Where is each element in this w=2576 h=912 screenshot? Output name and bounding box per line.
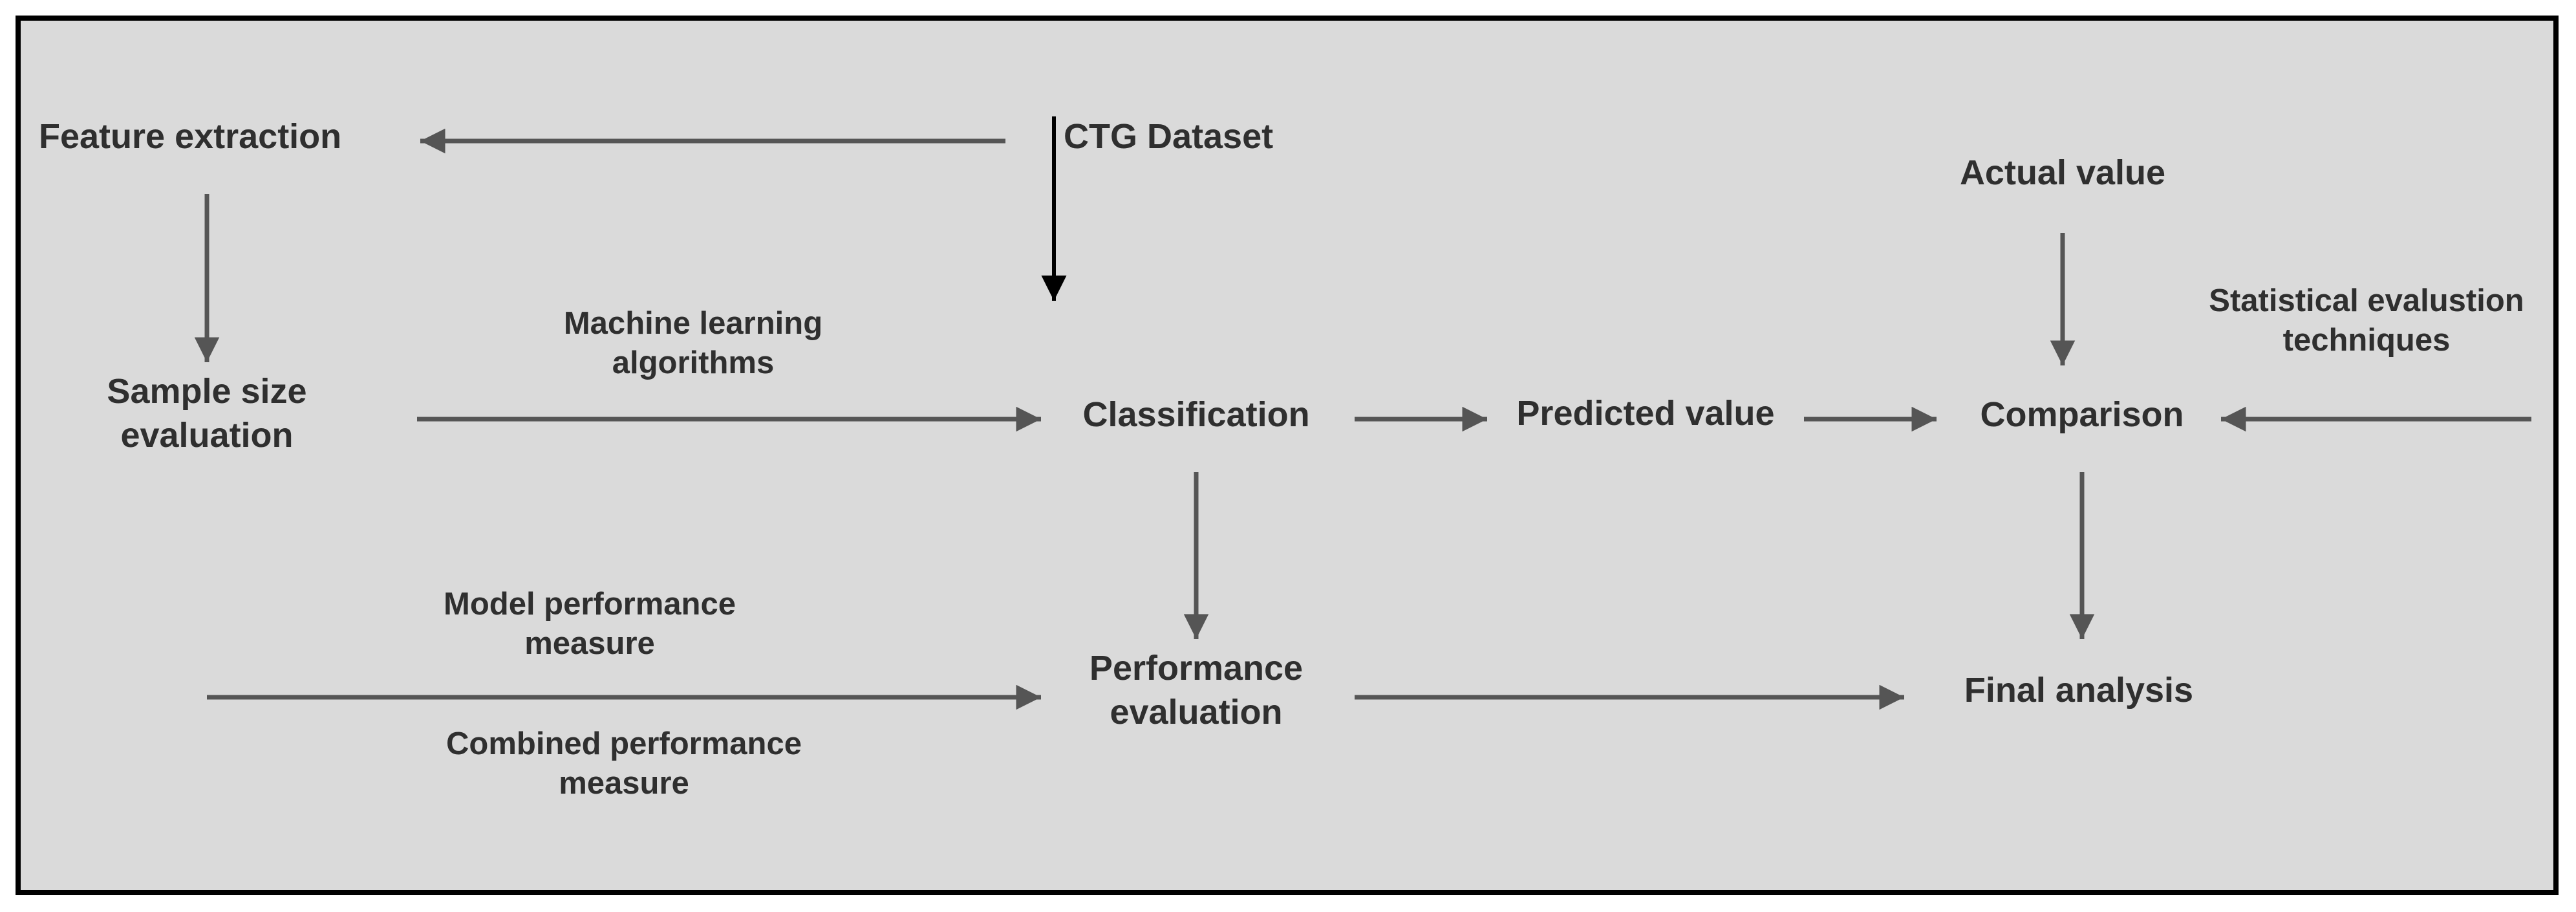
node-sample-size-evaluation: Sample size evaluation xyxy=(107,370,306,457)
label-statistical-line-2: techniques xyxy=(2282,323,2451,358)
label-model-performance-line-1: Model performance xyxy=(444,587,736,622)
node-comparison-label: Comparison xyxy=(1980,395,2184,434)
node-final-analysis-label: Final analysis xyxy=(1964,671,2194,710)
label-model-performance-line-2: measure xyxy=(524,626,655,662)
node-final-analysis: Final analysis xyxy=(1964,669,2193,713)
label-combined-performance-line-1: Combined performance xyxy=(446,726,802,761)
label-statistical-techniques: Statistical evalustion techniques xyxy=(2209,281,2524,361)
node-ctg-dataset: CTG Dataset xyxy=(1064,115,1273,159)
node-predicted-value-label: Predicted value xyxy=(1516,394,1775,433)
node-classification: Classification xyxy=(1082,393,1309,437)
node-performance-evaluation-line-1: Performance xyxy=(1089,649,1304,688)
label-statistical-line-1: Statistical evalustion xyxy=(2209,283,2524,318)
node-feature-extraction-label: Feature extraction xyxy=(39,117,342,156)
node-classification-label: Classification xyxy=(1082,395,1310,434)
diagram-frame xyxy=(16,16,2559,895)
node-performance-evaluation: Performance evaluation xyxy=(1089,647,1303,734)
label-machine-learning-algorithms: Machine learning algorithms xyxy=(564,304,822,384)
label-combined-performance-measure: Combined performance measure xyxy=(446,724,802,804)
node-sample-size-line-2: evaluation xyxy=(120,415,294,455)
node-comparison: Comparison xyxy=(1980,393,2184,437)
node-actual-value: Actual value xyxy=(1960,151,2165,195)
node-actual-value-label: Actual value xyxy=(1959,153,2166,192)
node-performance-evaluation-line-2: evaluation xyxy=(1110,692,1283,732)
label-combined-performance-line-2: measure xyxy=(559,766,689,801)
node-sample-size-line-1: Sample size xyxy=(107,372,307,411)
label-machine-learning-line-2: algorithms xyxy=(612,345,775,381)
node-predicted-value: Predicted value xyxy=(1516,392,1774,436)
label-machine-learning-line-1: Machine learning xyxy=(563,306,823,341)
label-model-performance-measure: Model performance measure xyxy=(444,585,736,664)
node-ctg-dataset-label: CTG Dataset xyxy=(1064,117,1274,156)
node-feature-extraction: Feature extraction xyxy=(39,115,341,159)
